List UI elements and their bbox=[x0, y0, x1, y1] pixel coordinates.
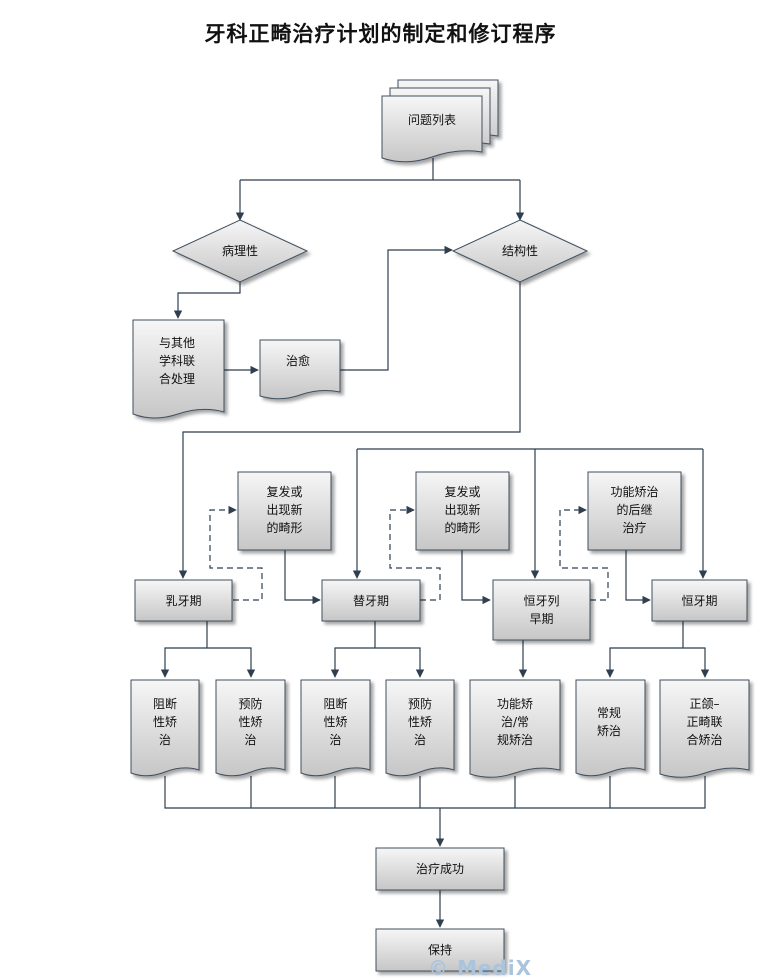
pathological-node bbox=[171, 219, 309, 283]
functional-followup-node bbox=[587, 471, 682, 551]
connectors bbox=[160, 158, 710, 928]
page-title: 牙科正畸治疗计划的制定和修订程序 bbox=[204, 22, 557, 46]
watermark-logo: © MediX bbox=[428, 956, 533, 980]
retention-label: 保持 bbox=[427, 943, 452, 957]
early-permanent-node bbox=[492, 579, 591, 641]
retention-node bbox=[375, 928, 505, 972]
relapse-2-node bbox=[415, 471, 510, 551]
orthognathic-label: 正颌– 正畸联 合矫治 bbox=[686, 697, 723, 747]
relapse-1-node bbox=[237, 471, 332, 551]
feedback-connectors bbox=[209, 505, 609, 601]
structural-node bbox=[451, 219, 589, 283]
cured-label: 治愈 bbox=[286, 354, 311, 368]
preventive-1-node bbox=[215, 679, 286, 777]
deciduous-label: 乳牙期 bbox=[165, 593, 202, 608]
structural-label: 结构性 bbox=[501, 244, 538, 258]
problem-list-label: 问题列表 bbox=[407, 113, 456, 127]
other-disciplines-label: 与其他 学科联 合处理 bbox=[158, 336, 195, 386]
preventive-1-label: 预防 性矫 治 bbox=[238, 697, 263, 747]
interceptive-2-node bbox=[300, 679, 371, 777]
permanent-node bbox=[651, 579, 748, 622]
functional-conventional-node bbox=[469, 679, 561, 778]
arrow-relapse2-to-early bbox=[461, 550, 491, 605]
other-disciplines-node bbox=[132, 319, 225, 419]
orthognathic-node bbox=[659, 679, 750, 778]
interceptive-1-label: 阻断 性矫 治 bbox=[152, 697, 177, 747]
problem-list-node bbox=[381, 95, 483, 163]
interceptive-2-label: 阻断 性矫 治 bbox=[323, 697, 348, 747]
pathological-label: 病理性 bbox=[221, 244, 258, 258]
success-node bbox=[375, 847, 505, 891]
arrow-relapse1-to-mixed bbox=[284, 550, 321, 605]
arrow-cured-to-structural bbox=[340, 245, 453, 371]
interceptive-1-node bbox=[130, 679, 200, 777]
relapse-2-label: 复发或 出现新 的畸形 bbox=[444, 485, 481, 535]
cured-node bbox=[259, 339, 341, 400]
mixed-label: 替牙期 bbox=[352, 593, 389, 608]
mixed-node bbox=[321, 579, 421, 622]
arrow-to-deciduous bbox=[178, 282, 521, 579]
functional-conventional-label: 功能矫 治/常 规矫治 bbox=[496, 697, 533, 747]
relapse-1-label: 复发或 出现新 的畸形 bbox=[266, 485, 303, 535]
deciduous-node bbox=[134, 579, 233, 622]
success-label: 治疗成功 bbox=[415, 862, 464, 876]
functional-followup-label: 功能矫治 的后继 治疗 bbox=[610, 485, 659, 535]
conventional-label: 常规 矫治 bbox=[596, 706, 621, 738]
arrow-followup-to-permanent bbox=[625, 550, 651, 605]
preventive-2-node bbox=[385, 679, 455, 777]
conventional-node bbox=[575, 679, 646, 777]
permanent-label: 恒牙期 bbox=[681, 593, 718, 608]
preventive-2-label: 预防 性矫 治 bbox=[407, 697, 432, 747]
early-permanent-label: 恒牙列 早期 bbox=[523, 594, 560, 626]
arrow-to-other-disciplines bbox=[173, 282, 241, 319]
